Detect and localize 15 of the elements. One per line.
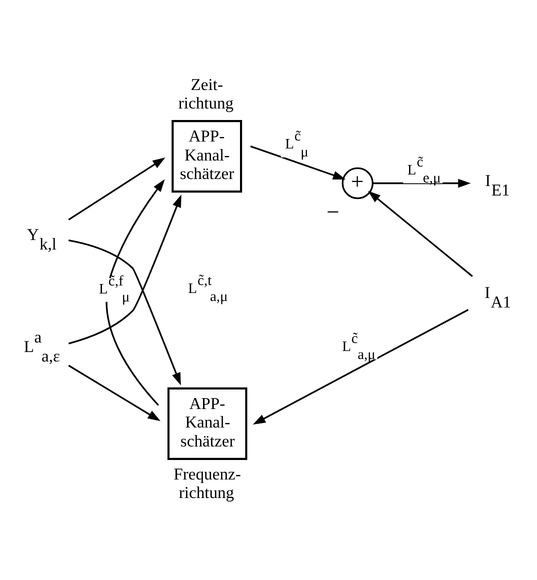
arrow bbox=[68, 194, 182, 344]
node-label: Frequenz- richtung bbox=[174, 464, 241, 502]
arrow bbox=[106, 179, 165, 406]
node-label: Zeit- richtung bbox=[178, 74, 234, 112]
node-circle: + bbox=[342, 167, 374, 200]
node-label: − bbox=[326, 200, 340, 225]
arrow bbox=[68, 157, 166, 220]
arrow bbox=[372, 178, 471, 188]
arrow bbox=[250, 146, 346, 180]
node-box: APP- Kanal- schätzer bbox=[172, 120, 242, 193]
node-box: APP- Kanal- schätzer bbox=[167, 387, 248, 460]
arrow bbox=[252, 308, 469, 425]
arrow bbox=[68, 239, 181, 386]
arrow bbox=[368, 190, 473, 277]
arrow bbox=[68, 364, 161, 422]
